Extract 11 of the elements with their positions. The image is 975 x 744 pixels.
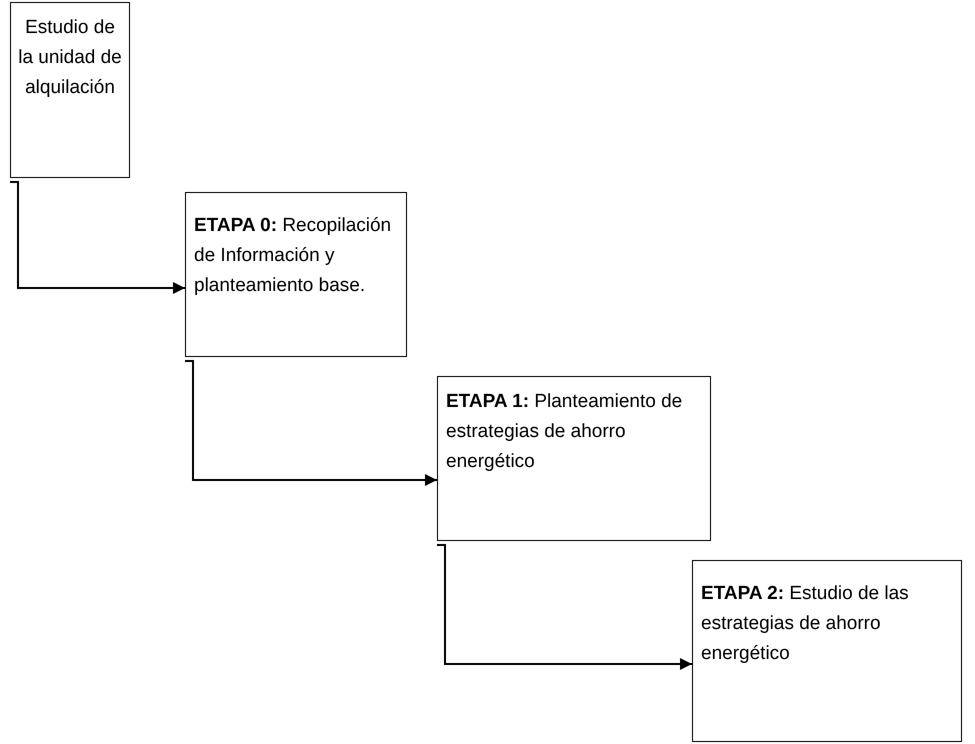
process-box bbox=[10, 2, 130, 178]
arrow bbox=[437, 544, 692, 670]
process-box bbox=[437, 376, 711, 541]
box-text: ETAPA 0: Recopilación de Información y planteamiento base. bbox=[194, 214, 392, 298]
arrow bbox=[185, 360, 437, 486]
process-box bbox=[185, 192, 407, 357]
box-text: ETAPA 2: Estudio de las estrategias de ahorro energético bbox=[701, 582, 910, 666]
box-text: Estudio de la unidad de alquilación bbox=[17, 16, 123, 100]
process-box bbox=[692, 560, 962, 742]
arrow bbox=[10, 181, 185, 294]
box-text: ETAPA 1: Planteamiento de estrategias de ahorro energético bbox=[446, 390, 684, 474]
